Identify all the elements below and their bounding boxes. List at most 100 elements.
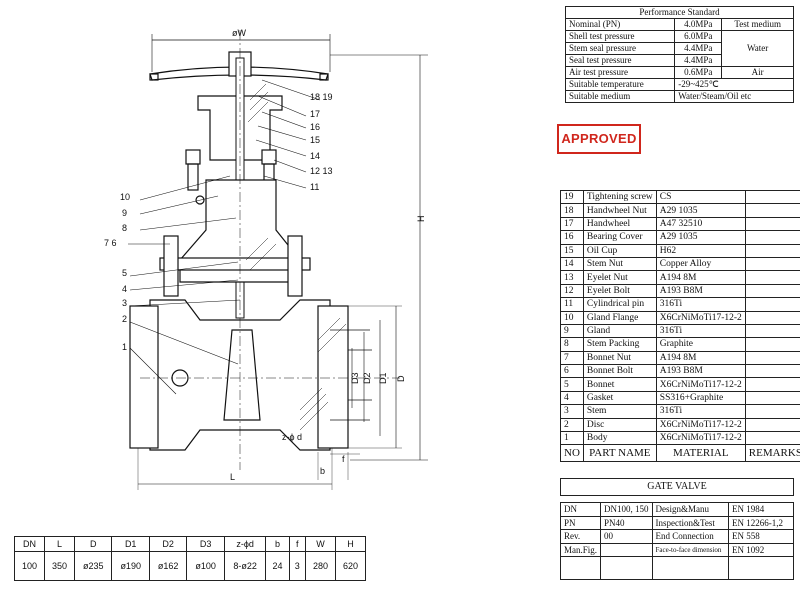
part-material: A47 32510 [655,216,746,232]
part-remarks [744,310,800,325]
dim-l-label: L [230,472,235,482]
part-no: 1 [560,431,584,446]
performance-title: Performance Standard [565,6,794,19]
part-material: 316Ti [655,323,746,339]
callout-16: 16 [310,122,320,132]
part-name: Bonnet Nut [582,350,657,366]
part-no: 18 [560,203,584,218]
callout-14: 14 [310,151,320,161]
part-name: Bonnet Bolt [582,364,657,379]
part-name: Cylindrical pin [582,297,657,312]
dim-header: DN [14,536,45,552]
dim-value: 620 [334,551,367,581]
part-name: Stem [582,404,657,419]
part-remarks [744,323,800,339]
perf-label: Suitable medium [564,90,676,103]
part-name: Disc [582,417,657,433]
title-value: DN100, 150 [600,502,653,517]
dim-zd-label: z-ϕ d [282,432,302,442]
part-name: Body [582,431,657,446]
dim-b-label: b [320,466,325,476]
part-name: Stem Packing [582,337,657,352]
part-name: Handwheel [582,216,657,232]
part-remarks [744,230,800,245]
dim-header: W [304,536,336,552]
part-remarks [744,203,800,218]
parts-header-no: NO [560,444,584,463]
callout-8: 8 [122,223,127,233]
title-block-table: GATE VALVE DN DN100, 150 Design&Manu EN … [559,478,795,580]
part-no: 14 [560,256,584,272]
part-material: Copper Alloy [655,256,746,272]
part-remarks [744,189,800,205]
part-no: 12 [560,283,584,299]
part-no: 10 [560,310,584,325]
part-material: 316Ti [655,297,746,312]
perf-label: Air test pressure [564,66,676,79]
callout-12-13: 12 13 [310,166,333,176]
title-value: EN 558 [727,529,795,544]
callout-17: 17 [310,109,320,119]
dim-value: ø190 [111,551,150,581]
part-material: X6CrNiMoTi17-12-2 [655,417,746,433]
title-key: Inspection&Test [651,515,729,530]
dim-header: D3 [186,536,225,552]
parts-header-remarks: REMARKS [744,444,800,463]
title-value: EN 1092 [727,542,795,557]
part-no: 4 [560,390,584,406]
part-no: 19 [560,189,584,205]
part-remarks [744,364,800,379]
part-material: A193 B8M [655,364,746,379]
dim-w-label: øW [232,28,246,38]
part-name: Gland [582,323,657,339]
part-name: Handwheel Nut [582,203,657,218]
title-value: EN 12266-1,2 [727,515,795,530]
dim-header: b [265,536,290,552]
title-value: 00 [600,529,653,544]
perf-value: 6.0MPa [674,30,723,43]
callout-2: 2 [122,314,127,324]
part-remarks [744,270,800,285]
perf-medium: Air [721,66,794,79]
dim-header: D2 [148,536,188,552]
perf-value: 0.6MPa [674,66,723,79]
dim-value: 350 [44,551,75,581]
title-key: DN [559,502,602,517]
part-name: Gasket [582,390,657,406]
part-no: 5 [560,377,584,392]
part-material: X6CrNiMoTi17-12-2 [655,431,746,446]
dim-d2-label: D2 [362,372,372,384]
perf-value: -29~425℃ [674,78,794,91]
part-no: 9 [560,323,584,339]
part-no: 8 [560,337,584,352]
callout-5: 5 [122,268,127,278]
part-remarks [744,431,800,446]
part-no: 17 [560,216,584,232]
part-material: SS316+Graphite [655,390,746,406]
callout-7-6: 7 6 [104,238,117,248]
part-name: Oil Cup [582,243,657,258]
parts-header-name: PART NAME [582,444,657,463]
perf-value: 4.0MPa [674,18,723,31]
part-name: Eyelet Nut [582,270,657,285]
dim-value: 100 [14,551,45,581]
perf-label: Suitable temperature [564,78,676,91]
part-material: A194 8M [655,350,746,366]
perf-medium: Test medium [721,18,794,31]
part-material: H62 [655,243,746,258]
part-no: 11 [560,297,584,312]
dim-header: z-ϕd [223,536,267,552]
part-remarks [744,417,800,433]
part-remarks [744,256,800,272]
dim-header: f [288,536,306,552]
part-material: A29 1035 [655,203,746,218]
part-remarks [744,390,800,406]
